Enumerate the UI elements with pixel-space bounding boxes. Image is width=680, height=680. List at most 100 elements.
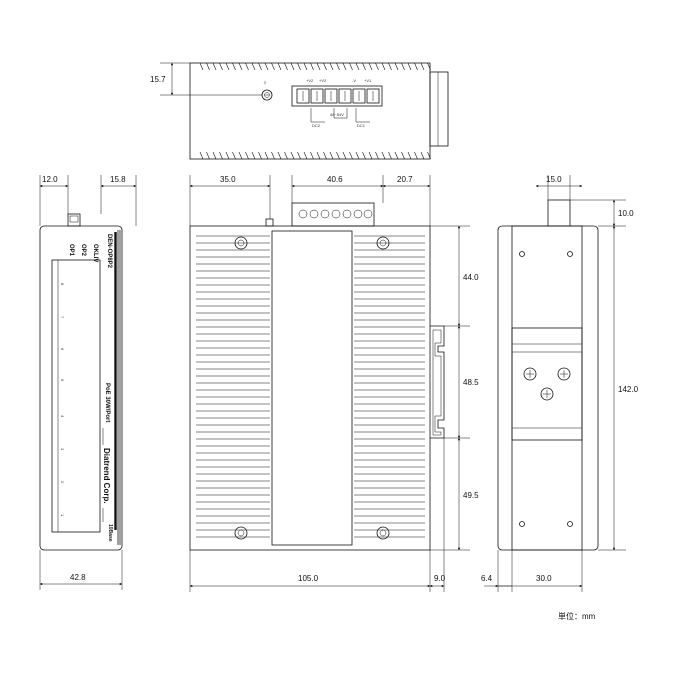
top-fins-lower xyxy=(199,151,431,160)
port-number-5: 5 xyxy=(60,379,65,382)
heatsink-fin xyxy=(394,151,399,160)
heatsink-fin xyxy=(394,62,399,71)
dim-right-offset: 6.4 xyxy=(481,574,493,583)
unit-label: 単位：mm xyxy=(558,611,596,621)
dim-seg1: 44.0 xyxy=(463,273,479,282)
terminal-label-1: +V2 xyxy=(306,78,314,83)
heatsink-fin xyxy=(245,151,249,160)
heatsink-fin xyxy=(401,62,405,71)
svg-text:⏚: ⏚ xyxy=(263,79,267,85)
side-indicator-okliv: OKLIV xyxy=(92,244,98,262)
port-number-7: 7 xyxy=(60,316,65,319)
right-rail-bracket xyxy=(511,327,583,441)
terminal-block-icon xyxy=(291,85,383,107)
heatsink-fin xyxy=(271,151,275,160)
dim-left-b: 15.8 xyxy=(110,175,126,184)
heatsink-fin xyxy=(427,62,431,71)
top-view: ⏚ +V2 +V2 -V +V1 DC2 48~54V DC1 xyxy=(150,62,449,160)
dim-right-top-h: 10.0 xyxy=(618,209,634,218)
right-side-view: 15.0 10.0 142.0 6.4 30.0 xyxy=(481,175,639,592)
heatsink-fin xyxy=(264,151,269,160)
heatsink-fin xyxy=(310,151,314,160)
side-brand-label: Diatrend Corp. xyxy=(102,448,111,504)
heatsink-fin xyxy=(362,62,366,71)
side-indicator-op2: OP2 xyxy=(80,244,86,257)
heatsink-fin xyxy=(388,151,392,160)
heatsink-fin xyxy=(336,151,340,160)
heatsink-fin xyxy=(349,151,353,160)
heatsink-fin xyxy=(407,62,412,71)
dim-seg3: 49.5 xyxy=(463,491,479,500)
mounting-screw-icon xyxy=(234,236,390,540)
terminal-voltage-label: 48~54V xyxy=(330,112,344,117)
top-rail-clip xyxy=(429,71,449,147)
left-port-window xyxy=(51,259,101,533)
heatsink-fin xyxy=(342,62,347,71)
side-speed-label: 10Base xyxy=(107,524,113,542)
heatsink-fin xyxy=(258,62,262,71)
heatsink-fin xyxy=(290,62,295,71)
heatsink-fin xyxy=(297,151,301,160)
heatsink-fin xyxy=(212,151,217,160)
front-view-body xyxy=(189,225,431,551)
heatsink-fin xyxy=(368,62,373,71)
heatsink-fin xyxy=(381,151,386,160)
heatsink-fin xyxy=(251,151,256,160)
heatsink-fin xyxy=(375,151,379,160)
terminal-dc1-label: DC1 xyxy=(357,123,366,128)
heatsink-fin xyxy=(316,151,321,160)
heatsink-fin xyxy=(414,151,418,160)
heatsink-fin xyxy=(349,62,353,71)
heatsink-fin xyxy=(284,151,288,160)
heatsink-fin xyxy=(199,62,204,71)
front-fins-right xyxy=(354,235,425,538)
heatsink-fin xyxy=(323,62,327,71)
heatsink-fin xyxy=(258,151,262,160)
heatsink-fin xyxy=(245,62,249,71)
port-number-1: 1 xyxy=(60,514,65,517)
heatsink-fin xyxy=(277,62,282,71)
front-view: 35.0 40.6 20.7 44.0 48.5 49.5 105.0 9.0 xyxy=(189,175,479,592)
heatsink-fin xyxy=(401,151,405,160)
dim-left-a: 12.0 xyxy=(42,175,58,184)
dim-top-height: 15.7 xyxy=(150,75,166,84)
dim-left-width: 42.8 xyxy=(70,573,86,582)
dim-right-width: 30.0 xyxy=(536,574,552,583)
ground-screw-icon: ⏚ xyxy=(261,79,273,101)
heatsink-fin xyxy=(225,62,230,71)
left-view-body xyxy=(39,225,123,551)
heatsink-fin xyxy=(284,62,288,71)
heatsink-fin xyxy=(355,151,360,160)
port-number-4: 4 xyxy=(60,415,65,418)
left-side-view: DEN-OP8P2 OKLIV OP2 OP1 8 7 6 5 4 3 2 1 … xyxy=(39,175,137,590)
terminal-label-4: +V1 xyxy=(364,78,372,83)
heatsink-fin xyxy=(290,151,295,160)
heatsink-fin xyxy=(271,62,275,71)
heatsink-fin xyxy=(336,62,340,71)
top-fins-upper xyxy=(199,62,431,71)
left-top-tab xyxy=(67,213,81,227)
heatsink-fin xyxy=(375,62,379,71)
dim-seg2: 48.5 xyxy=(463,378,479,387)
heatsink-fin xyxy=(303,151,308,160)
heatsink-fin xyxy=(420,151,425,160)
heatsink-fin xyxy=(232,62,236,71)
heatsink-fin xyxy=(303,62,308,71)
heatsink-fin xyxy=(251,62,256,71)
heatsink-fin xyxy=(323,151,327,160)
heatsink-fin xyxy=(329,151,334,160)
heatsink-fin xyxy=(427,151,431,160)
front-center-panel xyxy=(271,230,353,546)
right-top-tab xyxy=(547,199,571,227)
heatsink-fin xyxy=(206,62,210,71)
heatsink-fin xyxy=(212,62,217,71)
heatsink-fin xyxy=(238,151,243,160)
heatsink-fin xyxy=(407,151,412,160)
side-model-label: DEN-OP8P2 xyxy=(106,234,112,269)
heatsink-fin xyxy=(329,62,334,71)
front-fins-left xyxy=(196,235,270,538)
heatsink-fin xyxy=(420,62,425,71)
heatsink-fin xyxy=(362,151,366,160)
heatsink-fin xyxy=(342,151,347,160)
heatsink-fin xyxy=(355,62,360,71)
